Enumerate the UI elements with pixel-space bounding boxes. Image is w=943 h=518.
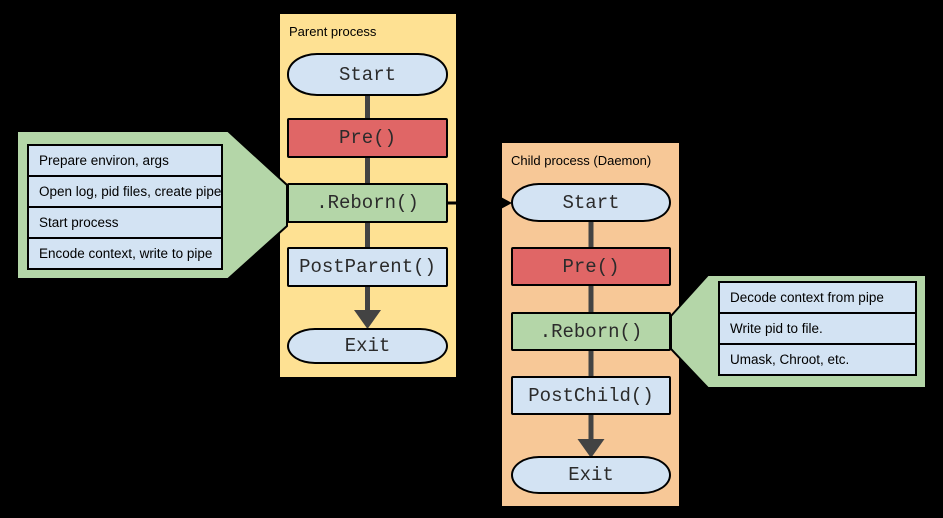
child-postchild-node: PostChild() (511, 376, 671, 415)
parent-exit-node: Exit (287, 328, 448, 364)
parent-pre-node: Pre() (287, 118, 448, 158)
child-exit-node: Exit (511, 456, 671, 494)
list-item: Encode context, write to pipe (27, 237, 223, 270)
list-item: Open log, pid files, create pipe (27, 175, 223, 208)
child-process-label: Child process (Daemon) (511, 153, 652, 168)
child-reborn-steps-list: Decode context from pipe Write pid to fi… (718, 281, 917, 376)
list-item: Start process (27, 206, 223, 239)
list-item: Write pid to file. (718, 312, 917, 345)
parent-reborn-node: .Reborn() (287, 183, 448, 223)
child-pre-node: Pre() (511, 247, 671, 286)
parent-start-node: Start (287, 53, 448, 96)
parent-arrow-post-exit-head (354, 310, 381, 329)
list-item: Umask, Chroot, etc. (718, 343, 917, 376)
child-arrow-post-exit-head (577, 439, 605, 458)
list-item: Prepare environ, args (27, 144, 223, 177)
child-reborn-node: .Reborn() (511, 312, 671, 351)
list-item: Decode context from pipe (718, 281, 917, 314)
parent-reborn-steps-list: Prepare environ, args Open log, pid file… (27, 144, 223, 270)
child-start-node: Start (511, 183, 671, 222)
fork-connector-arrowhead (499, 196, 512, 210)
parent-process-label: Parent process (289, 24, 377, 39)
parent-postparent-node: PostParent() (287, 247, 448, 287)
